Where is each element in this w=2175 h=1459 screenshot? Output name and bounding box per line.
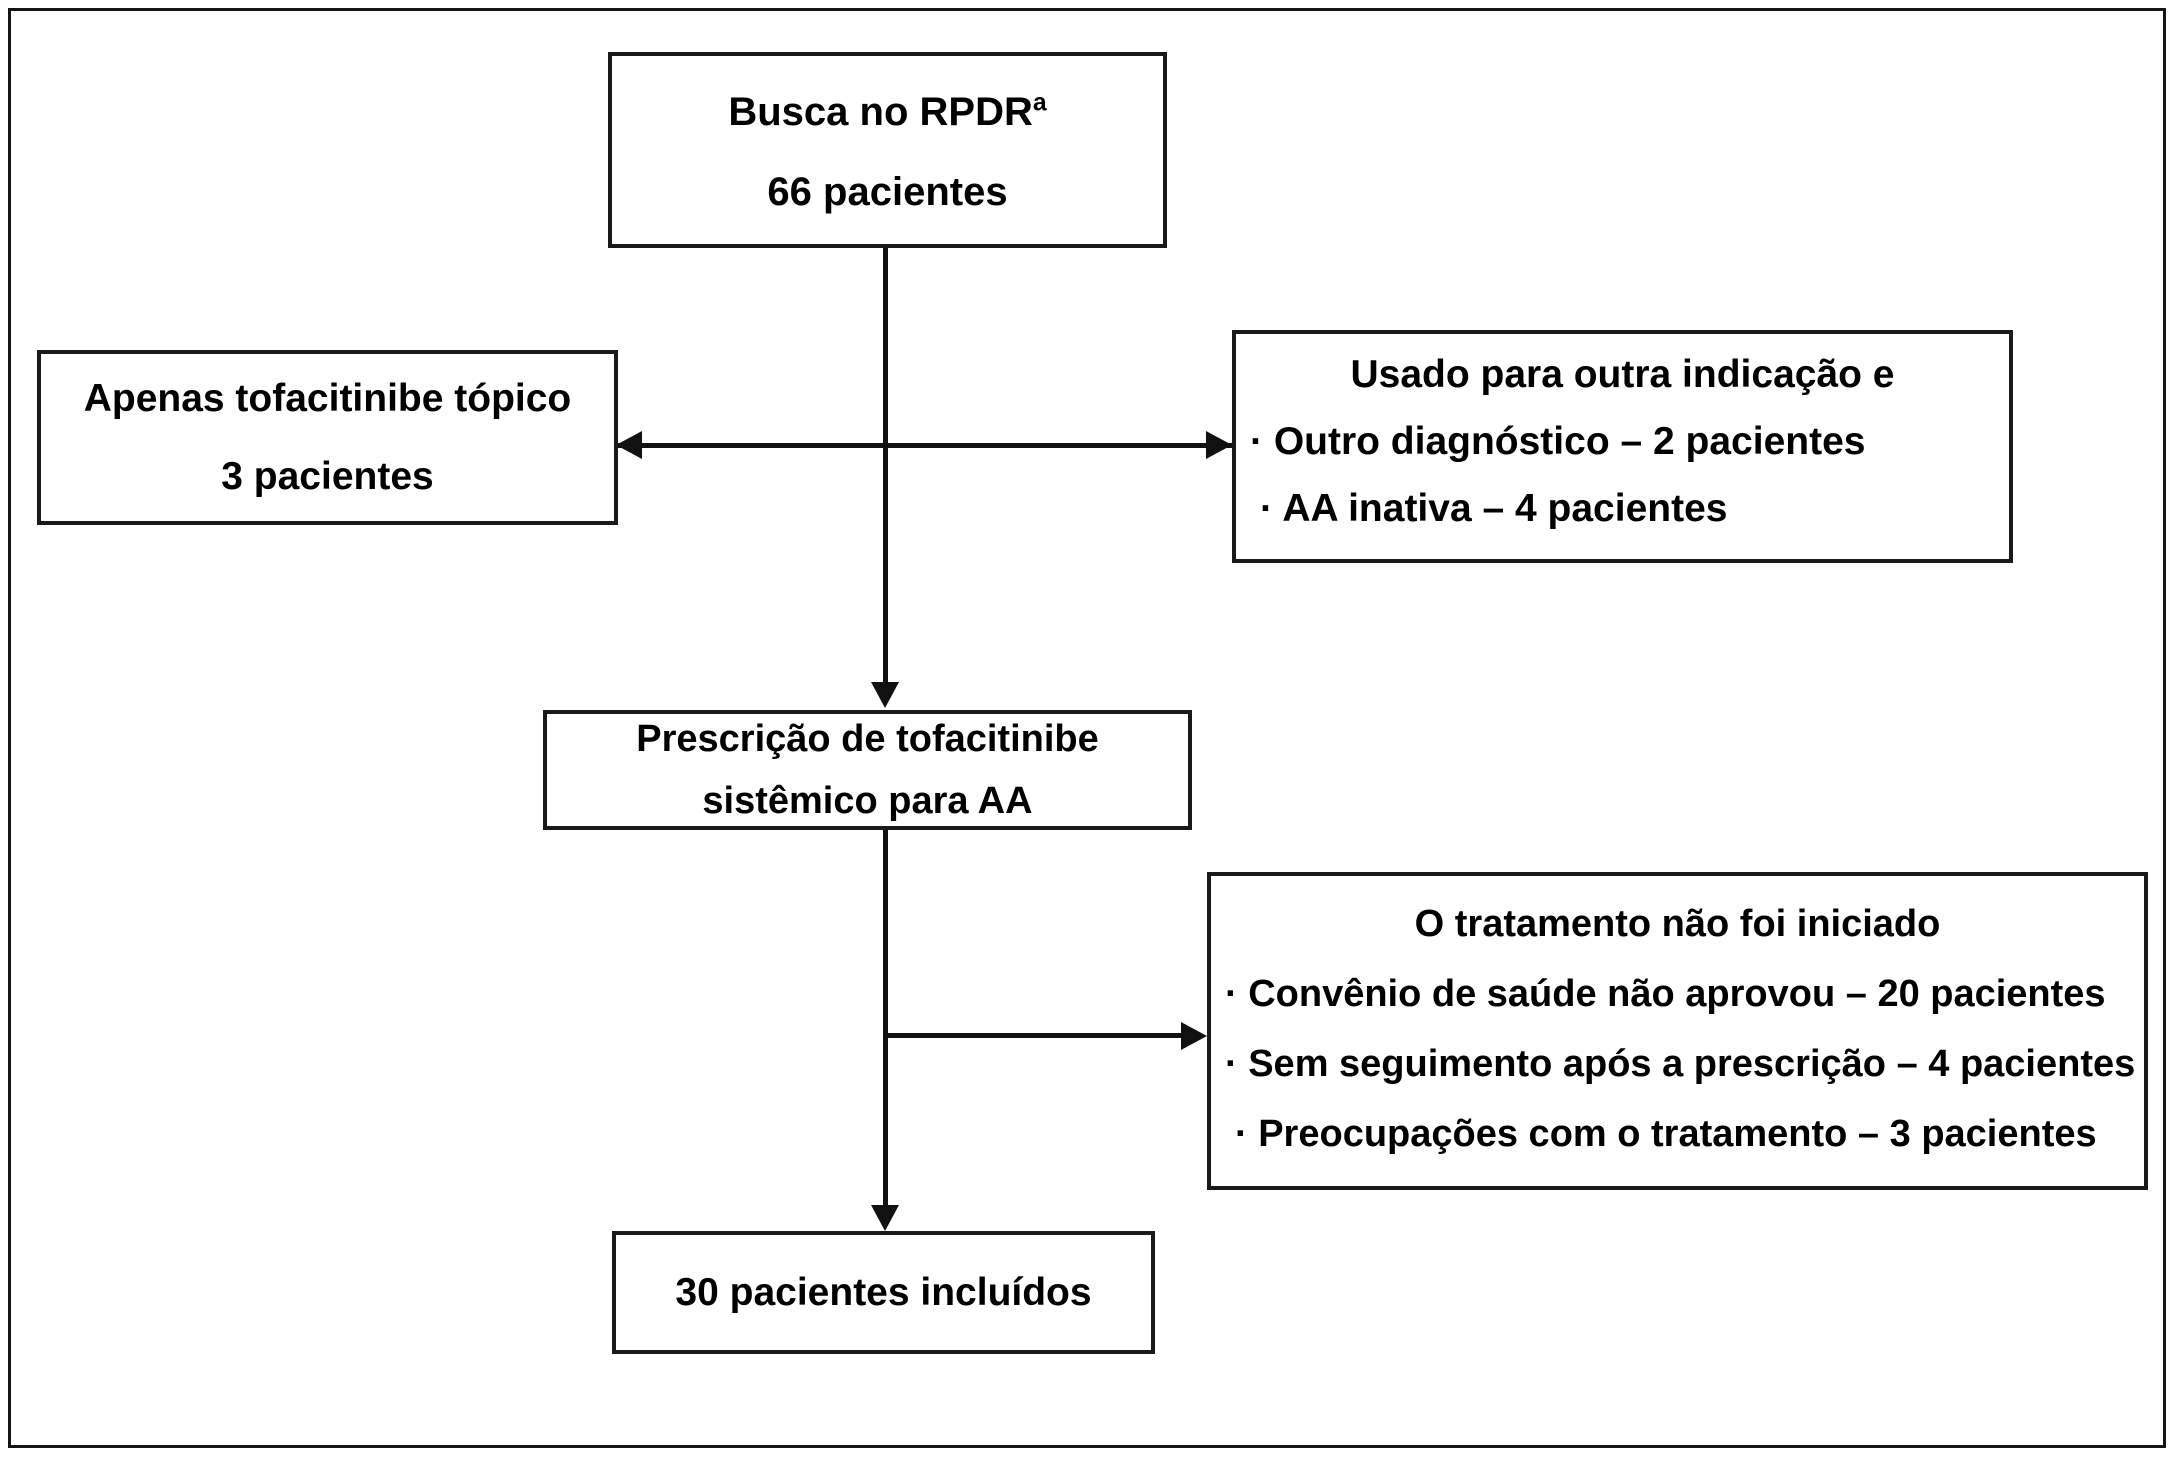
node-treatment-not-started: O tratamento não foi iniciado · Convênio… [1207, 872, 2148, 1190]
node-other-indication-bullet-2: · AA inativa – 4 pacientes [1260, 487, 1728, 531]
node-treatment-not-started-title: O tratamento não foi iniciado [1414, 903, 1941, 945]
connector-prescription-to-not-started-line [885, 1033, 1185, 1038]
connector-prescription-to-included-line [883, 830, 888, 1205]
node-search-line1-text: Busca no RPDR [728, 89, 1033, 134]
node-treatment-not-started-bullet-1: · Convênio de saúde não aprovou – 20 pac… [1225, 973, 2106, 1016]
node-treatment-not-started-bullet-2: · Sem seguimento após a prescrição – 4 p… [1225, 1043, 2136, 1086]
node-other-indication-title: Usado para outra indicação e [1350, 353, 1895, 396]
connector-branch-arrowhead-right [1206, 431, 1232, 459]
node-prescription: Prescrição de tofacitinibe sistêmico par… [543, 710, 1192, 830]
node-prescription-line1: Prescrição de tofacitinibe [636, 717, 1099, 760]
node-included-patients: 30 pacientes incluídos [612, 1231, 1155, 1354]
node-other-indication-bullet-1: · Outro diagnóstico – 2 pacientes [1250, 420, 1866, 464]
node-included-patients-line1: 30 pacientes incluídos [675, 1270, 1092, 1314]
node-topical-only-line2: 3 pacientes [221, 454, 434, 498]
connector-search-to-prescription-line [883, 248, 888, 682]
connector-branch-topical-other-line [618, 443, 1232, 448]
connector-branch-arrowhead-left [616, 431, 642, 459]
connector-prescription-to-included-arrowhead [871, 1205, 899, 1231]
node-treatment-not-started-bullet-3: · Preocupações com o tratamento – 3 paci… [1235, 1113, 2097, 1156]
connector-prescription-to-not-started-arrowhead [1181, 1022, 1207, 1050]
connector-search-to-prescription-arrowhead [871, 682, 899, 708]
node-topical-only-line1: Apenas tofacitinibe tópico [83, 377, 572, 421]
node-topical-only: Apenas tofacitinibe tópico 3 pacientes [37, 350, 618, 525]
node-other-indication: Usado para outra indicação e · Outro dia… [1232, 330, 2013, 563]
node-prescription-line2: sistêmico para AA [702, 780, 1033, 822]
node-search-line2: 66 pacientes [767, 170, 1008, 214]
node-search-line1: Busca no RPDRa [622, 89, 1153, 135]
node-search-rpdr: Busca no RPDRa 66 pacientes [608, 52, 1167, 248]
node-search-footnote-marker: a [1032, 89, 1047, 117]
